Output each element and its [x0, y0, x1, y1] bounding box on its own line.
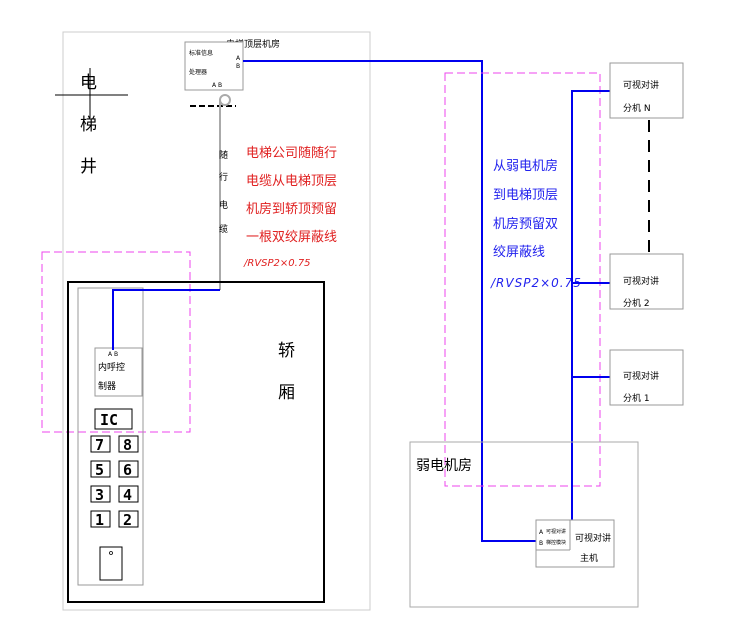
- weak-note-line-2: 到电梯顶层: [493, 188, 558, 203]
- weak-current-room: [409, 441, 639, 608]
- elevator-shaft-label: 电 梯 井: [55, 68, 128, 177]
- weak-current-note: 从弱电机房 到电梯顶层 机房预留双 绞屏蔽线 /RVSP2×0.75: [490, 158, 582, 290]
- floor-button-6: [118, 460, 139, 478]
- cable-loop: [219, 94, 231, 106]
- info-processor-box: [184, 41, 244, 91]
- main-wire: [243, 60, 538, 542]
- intercom-label-2: 制器: [98, 380, 116, 392]
- extension-1-label-1: 可视对讲: [623, 370, 659, 382]
- car-char-2: 厢: [278, 383, 295, 403]
- info-processor-b-label: B: [236, 63, 240, 70]
- floor-button-3-label: 3: [95, 486, 104, 504]
- floor-button-5-label: 5: [95, 461, 104, 479]
- floor-button-1: [90, 510, 111, 528]
- elevator-note-line-2: 电缆从电梯顶层: [246, 173, 337, 189]
- floor-button-8: [118, 435, 139, 453]
- travel-cable-char-3: 电: [219, 199, 228, 211]
- floor-button-2-label: 2: [123, 511, 132, 529]
- travel-cable-char-1: 随: [219, 149, 228, 161]
- floor-button-8-label: 8: [123, 436, 132, 454]
- extension-n-label-2: 分机 N: [623, 102, 651, 114]
- floor-button-1-label: 1: [95, 511, 104, 529]
- intercom-master-label-2: 主机: [580, 552, 598, 564]
- intercom-ab-label: A B: [108, 351, 118, 358]
- extension-2-label-2: 分机 2: [623, 297, 650, 309]
- floor-button-4: [118, 485, 139, 503]
- floor-button-7: [90, 435, 111, 453]
- extension-2-box: [609, 253, 684, 310]
- info-processor-ab-label: A B: [212, 82, 222, 89]
- ic-card-reader: [94, 408, 133, 430]
- extension-bus-wire: [571, 90, 614, 537]
- elevator-note: 电梯公司随随行 电缆从电梯顶层 机房到轿顶预留 一根双绞屏蔽线 /RVSP2×0…: [243, 146, 337, 269]
- travel-cable-char-4: 缆: [219, 223, 228, 235]
- shaft-char-3: 井: [80, 157, 97, 177]
- shaft-char-2: 梯: [80, 115, 97, 135]
- elevator-note-line-3: 机房到轿顶预留: [246, 201, 337, 217]
- weak-note-spec: /RVSP2×0.75: [490, 276, 582, 290]
- weak-note-line-4: 绞屏蔽线: [493, 244, 545, 260]
- car-wire: [112, 289, 220, 350]
- master-a-label: A: [539, 529, 544, 536]
- info-processor-label-2: 处理器: [189, 68, 207, 76]
- keyswitch-dot: [109, 551, 113, 555]
- intercom-master-label-1: 可视对讲: [575, 532, 611, 544]
- floor-button-7-label: 7: [95, 436, 104, 454]
- master-b-label: B: [539, 540, 543, 547]
- extension-2-label-1: 可视对讲: [623, 275, 659, 287]
- elevator-car: [67, 281, 325, 603]
- extension-1-box: [609, 349, 684, 406]
- car-dashed-zone: [41, 251, 191, 433]
- extension-n-label-1: 可视对讲: [623, 79, 659, 91]
- info-processor-a-label: A: [236, 55, 241, 62]
- intercom-master-box: [535, 519, 615, 568]
- shaft-char-1: 电: [80, 73, 97, 93]
- extension-n-box: [609, 62, 684, 119]
- floor-button-2: [118, 510, 139, 528]
- intercom-label-1: 内呼控: [98, 361, 125, 373]
- master-inner-label-2: 梯控模块: [546, 539, 566, 546]
- master-inner-label-1: 可视对讲: [546, 528, 566, 535]
- intercom-controller-box: [94, 347, 143, 397]
- elevator-note-spec: /RVSP2×0.75: [243, 258, 311, 269]
- car-char-1: 轿: [278, 341, 295, 361]
- floor-button-4-label: 4: [123, 486, 132, 504]
- floor-button-3: [90, 485, 111, 503]
- elevator-note-line-1: 电梯公司随随行: [246, 146, 337, 161]
- floor-buttons: 7 8 5 6 3 4 1 2: [90, 435, 139, 529]
- weak-note-line-1: 从弱电机房: [493, 158, 558, 174]
- ic-label: IC: [100, 411, 118, 429]
- floor-button-6-label: 6: [123, 461, 132, 479]
- info-processor-label-1: 标准信息: [189, 49, 213, 57]
- keyswitch-box: [99, 546, 123, 581]
- weak-current-dashed-zone: [444, 72, 601, 487]
- elevator-note-line-4: 一根双绞屏蔽线: [246, 229, 337, 245]
- weak-current-room-label: 弱电机房: [416, 458, 472, 474]
- car-operating-panel: [77, 287, 144, 586]
- elevator-shaft-outline: [62, 31, 371, 611]
- extension-1-label-2: 分机 1: [623, 392, 650, 404]
- weak-note-line-3: 机房预留双: [493, 216, 558, 232]
- travel-cable-char-2: 行: [219, 171, 228, 183]
- floor-button-5: [90, 460, 111, 478]
